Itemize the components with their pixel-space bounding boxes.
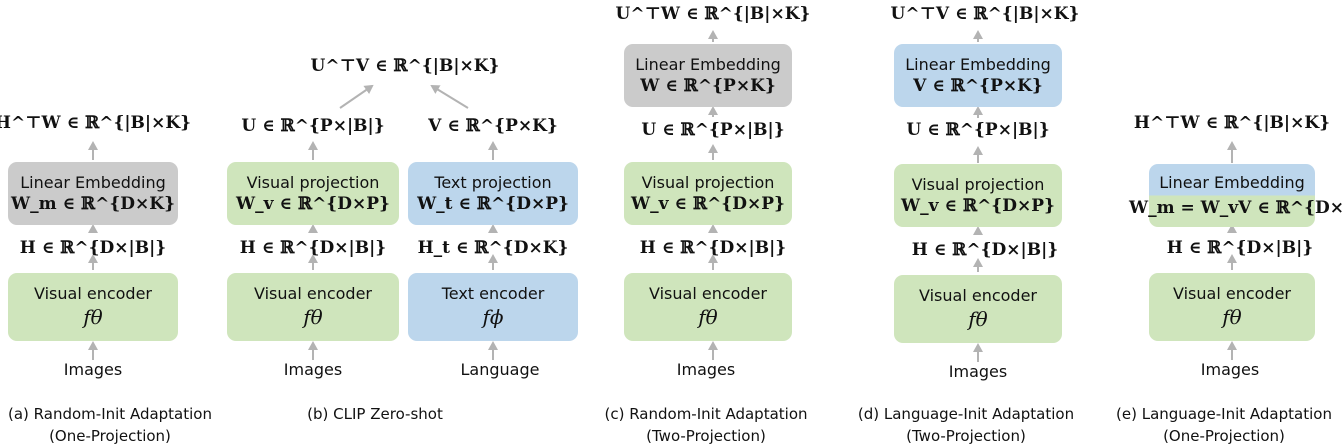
panel-a-h-label: H ∈ ℝ^{D×|B|} xyxy=(19,238,167,258)
panel-b-output-label: U^⊤V ∈ ℝ^{|B|×K} xyxy=(310,56,500,76)
panel-b-visual-projection-title: Visual projection xyxy=(246,172,380,192)
panel-e-caption-line2: (One-Projection) xyxy=(1163,427,1285,445)
panel-e-visual-encoder-box: Visual encoder fθ xyxy=(1149,273,1315,341)
panel-d-h-label: H ∈ ℝ^{D×|B|} xyxy=(911,240,1059,260)
panel-a-linear-embedding-formula: W_m ∈ ℝ^{D×K} xyxy=(11,193,175,214)
panel-c-visual-projection-title: Visual projection xyxy=(641,172,775,192)
panel-d-visual-encoder-title: Visual encoder xyxy=(919,286,1037,305)
panel-e-visual-encoder-symbol: fθ xyxy=(1222,305,1242,329)
panel-b-text-encoder-box: Text encoder fϕ xyxy=(408,273,578,341)
panel-a-linear-embedding-title: Linear Embedding xyxy=(20,172,166,192)
panel-d-linear-embedding-formula: V ∈ ℝ^{P×K} xyxy=(913,75,1043,96)
panel-b-visual-encoder-box: Visual encoder fθ xyxy=(227,273,399,341)
panel-d-u-label: U ∈ ℝ^{P×|B|} xyxy=(906,120,1050,140)
panel-d-input-label: Images xyxy=(948,362,1008,381)
panel-e-linear-embedding-box: Linear Embedding xyxy=(1149,164,1315,227)
panel-a-caption: (a) Random-Init Adaptation (One-Projecti… xyxy=(8,403,212,447)
panel-d-linear-embedding-title: Linear Embedding xyxy=(905,54,1051,74)
panel-b-text-projection-box: Text projection W_t ∈ ℝ^{D×P} xyxy=(408,162,578,225)
panel-d-visual-projection-formula: W_v ∈ ℝ^{D×P} xyxy=(901,195,1055,216)
panel-c-visual-encoder-symbol: fθ xyxy=(698,305,718,329)
panel-b-images-label: Images xyxy=(283,360,343,379)
panel-c-output-label: U^⊤W ∈ ℝ^{|B|×K} xyxy=(615,4,811,24)
panel-d-caption: (d) Language-Init Adaptation (Two-Projec… xyxy=(858,403,1074,447)
panel-e-h-label: H ∈ ℝ^{D×|B|} xyxy=(1166,238,1314,258)
panel-b-visual-projection-formula: W_v ∈ ℝ^{D×P} xyxy=(236,193,390,214)
panel-d-visual-encoder-symbol: fθ xyxy=(968,307,988,331)
panel-b-visual-projection-box: Visual projection W_v ∈ ℝ^{D×P} xyxy=(227,162,399,225)
panel-e-caption: (e) Language-Init Adaptation (One-Projec… xyxy=(1116,403,1332,447)
panel-d-caption-line2: (Two-Projection) xyxy=(906,427,1026,445)
panel-b-vis-h-label: H ∈ ℝ^{D×|B|} xyxy=(239,238,387,258)
panel-e-linear-embedding-title: Linear Embedding xyxy=(1159,173,1305,192)
panel-b-caption: (b) CLIP Zero-shot xyxy=(307,403,443,425)
panel-b-caption-line1: (b) CLIP Zero-shot xyxy=(307,405,443,423)
panel-b-text-encoder-title: Text encoder xyxy=(441,284,545,303)
panel-a-output-label: H^⊤W ∈ ℝ^{|B|×K} xyxy=(0,113,192,133)
panel-d-output-label: U^⊤V ∈ ℝ^{|B|×K} xyxy=(890,4,1080,24)
panel-d-visual-encoder-box: Visual encoder fθ xyxy=(894,275,1062,343)
panel-e-caption-line1: (e) Language-Init Adaptation xyxy=(1116,405,1332,423)
panel-b-u-label: U ∈ ℝ^{P×|B|} xyxy=(241,116,385,136)
panel-a-visual-encoder-box: Visual encoder fθ xyxy=(8,273,178,341)
panel-e-input-label: Images xyxy=(1200,360,1260,379)
panel-c-linear-embedding-formula: W ∈ ℝ^{P×K} xyxy=(640,75,776,96)
panel-a-caption-line1: (a) Random-Init Adaptation xyxy=(8,405,212,423)
panel-b-txt-h-label: H_t ∈ ℝ^{D×K} xyxy=(417,238,569,258)
panel-d-caption-line1: (d) Language-Init Adaptation xyxy=(857,405,1075,423)
panel-b-language-label: Language xyxy=(460,360,540,379)
panel-d-visual-projection-title: Visual projection xyxy=(911,174,1045,194)
panel-c-visual-encoder-title: Visual encoder xyxy=(649,284,767,303)
panel-a-visual-encoder-title: Visual encoder xyxy=(34,284,152,303)
panel-b-visual-encoder-title: Visual encoder xyxy=(254,284,372,303)
panel-c-input-label: Images xyxy=(676,360,736,379)
panel-c-h-label: H ∈ ℝ^{D×|B|} xyxy=(639,238,787,258)
panel-c-u-label: U ∈ ℝ^{P×|B|} xyxy=(641,120,785,140)
panel-a-input-label: Images xyxy=(63,360,123,379)
panel-b-text-projection-formula: W_t ∈ ℝ^{D×P} xyxy=(417,193,569,214)
panel-c-caption-line2: (Two-Projection) xyxy=(646,427,766,445)
panel-b-text-encoder-symbol: fϕ xyxy=(482,305,504,329)
panel-c-visual-encoder-box: Visual encoder fθ xyxy=(624,273,792,341)
panel-d-linear-embedding-box: Linear Embedding V ∈ ℝ^{P×K} xyxy=(894,44,1062,107)
panel-e-visual-encoder-title: Visual encoder xyxy=(1173,284,1291,303)
panel-e-linear-embedding-formula: W_m = W_vV ∈ ℝ^{D×K} xyxy=(1129,198,1342,218)
panel-a-caption-line2: (One-Projection) xyxy=(49,427,171,445)
panel-b-v-label: V ∈ ℝ^{P×K} xyxy=(428,116,558,136)
panel-c-visual-projection-formula: W_v ∈ ℝ^{D×P} xyxy=(631,193,785,214)
panel-b-visual-encoder-symbol: fθ xyxy=(303,305,323,329)
panel-d-visual-projection-box: Visual projection W_v ∈ ℝ^{D×P} xyxy=(894,164,1062,227)
panel-a-visual-encoder-symbol: fθ xyxy=(83,305,103,329)
panel-c-visual-projection-box: Visual projection W_v ∈ ℝ^{D×P} xyxy=(624,162,792,225)
panel-c-caption-line1: (c) Random-Init Adaptation xyxy=(604,405,808,423)
panel-c-linear-embedding-title: Linear Embedding xyxy=(635,54,781,74)
panel-c-caption: (c) Random-Init Adaptation (Two-Projecti… xyxy=(604,403,807,447)
arrow-b-u xyxy=(339,84,374,109)
arrow-b-v xyxy=(430,84,469,109)
panel-e-output-label: H^⊤W ∈ ℝ^{|B|×K} xyxy=(1133,113,1331,133)
panel-a-linear-embedding-box: Linear Embedding W_m ∈ ℝ^{D×K} xyxy=(8,162,178,225)
panel-b-text-projection-title: Text projection xyxy=(434,172,552,192)
panel-c-linear-embedding-box: Linear Embedding W ∈ ℝ^{P×K} xyxy=(624,44,792,107)
